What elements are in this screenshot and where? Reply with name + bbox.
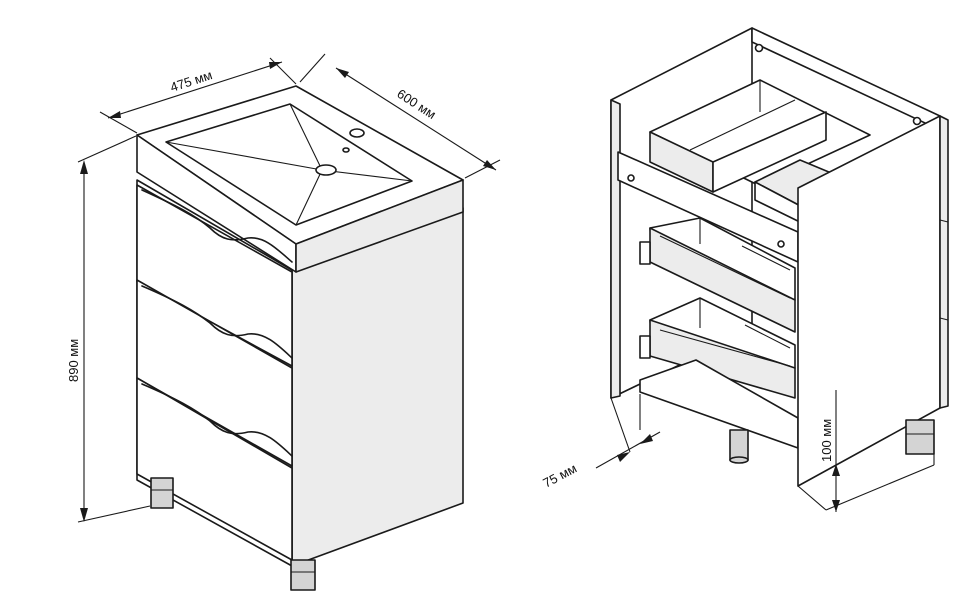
drawer-side-slot [639,241,651,265]
leg-rear [729,429,749,461]
basin-side-edge [295,179,464,273]
height-dimension-label: 890 мм [66,339,81,382]
cam-hole [912,116,922,126]
cam-hole [777,240,785,248]
drawer-top [136,184,293,367]
drawer-box-bottom [639,297,796,399]
right-panel-edge [939,115,949,409]
dimension-drawer-offset: 75 мм [540,394,661,491]
leg-front-right [905,419,935,455]
dimension-leg-height: 100 мм [797,390,935,512]
drawer-handle-middle [141,285,293,359]
drawer-side-slot [639,335,651,359]
assembled-vanity: 475 мм 600 мм 890 мм [66,53,501,591]
open-cabinet: 75 мм 100 мм [540,27,949,512]
cam-hole [754,43,764,53]
leg-height-label: 100 мм [819,419,834,462]
cabinet-legs [150,477,316,591]
cabinet-left-panel-edge [610,99,621,399]
drawer-handle-bottom [141,383,293,457]
washbasin [136,85,464,273]
dimension-height: 890 мм [66,135,151,523]
drawer-box-middle [639,217,796,333]
faucet-hole [349,128,365,138]
drawer-middle [136,279,293,467]
leg-front-left [150,477,174,509]
overflow-hole [342,147,350,153]
leg-front-right [290,559,316,591]
cam-hole [627,174,635,182]
drawer-offset-label: 75 мм [540,460,579,490]
depth-dimension-label: 600 мм [394,86,438,122]
drawer-handle-top [141,189,293,263]
drain-hole [315,164,337,176]
